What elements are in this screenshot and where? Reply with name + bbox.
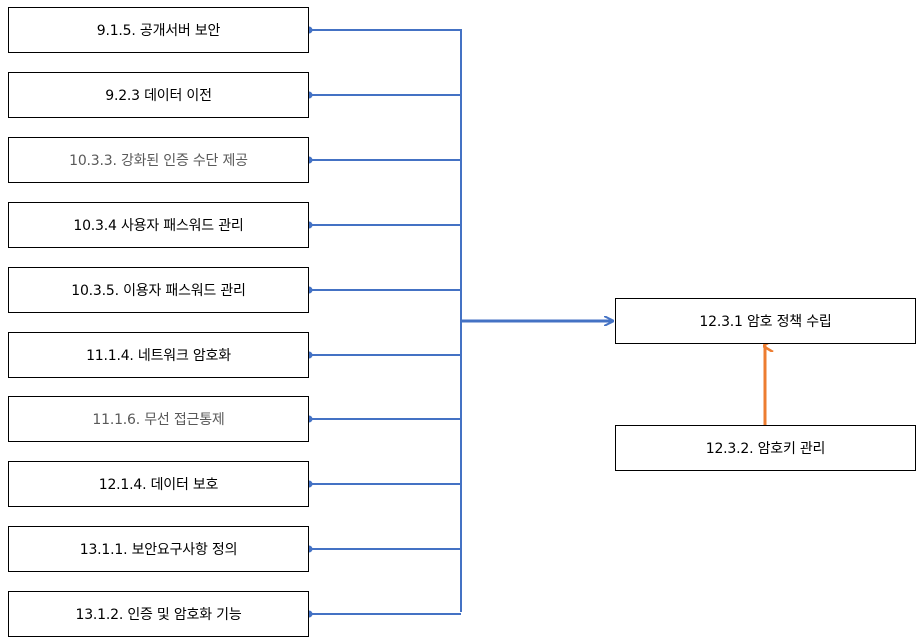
source-label: 9.1.5. 공개서버 보안	[96, 23, 221, 39]
branch-lines	[305, 26, 461, 618]
source-label: 13.1.2. 인증 및 암호화 기능	[75, 607, 242, 623]
source-label: 12.1.4. 데이터 보호	[98, 477, 219, 493]
source-label: 11.1.4. 네트워크 암호화	[86, 348, 231, 364]
sub-source-label: 12.3.2. 암호키 관리	[705, 441, 826, 457]
source-box[interactable]: 13.1.2. 인증 및 암호화 기능	[8, 591, 309, 637]
sub-source-box[interactable]: 12.3.2. 암호키 관리	[615, 425, 916, 471]
source-label: 10.3.5. 이용자 패스워드 관리	[71, 283, 246, 299]
source-box[interactable]: 13.1.1. 보안요구사항 정의	[8, 526, 309, 572]
source-box[interactable]: 11.1.6. 무선 접근통제	[8, 396, 309, 442]
source-box[interactable]: 12.1.4. 데이터 보호	[8, 461, 309, 507]
source-box[interactable]: 10.3.3. 강화된 인증 수단 제공	[8, 137, 309, 183]
source-box[interactable]: 10.3.4 사용자 패스워드 관리	[8, 202, 309, 248]
source-label: 11.1.6. 무선 접근통제	[92, 412, 225, 428]
source-label: 9.2.3 데이터 이전	[105, 88, 212, 104]
source-label: 13.1.1. 보안요구사항 정의	[79, 542, 238, 558]
source-box[interactable]: 9.1.5. 공개서버 보안	[8, 7, 309, 53]
source-box[interactable]: 10.3.5. 이용자 패스워드 관리	[8, 267, 309, 313]
target-box[interactable]: 12.3.1 암호 정책 수립	[615, 298, 916, 344]
target-label: 12.3.1 암호 정책 수립	[699, 314, 832, 330]
source-label: 10.3.3. 강화된 인증 수단 제공	[69, 153, 248, 169]
source-box[interactable]: 9.2.3 데이터 이전	[8, 72, 309, 118]
source-box[interactable]: 11.1.4. 네트워크 암호화	[8, 332, 309, 378]
source-label: 10.3.4 사용자 패스워드 관리	[73, 218, 244, 234]
